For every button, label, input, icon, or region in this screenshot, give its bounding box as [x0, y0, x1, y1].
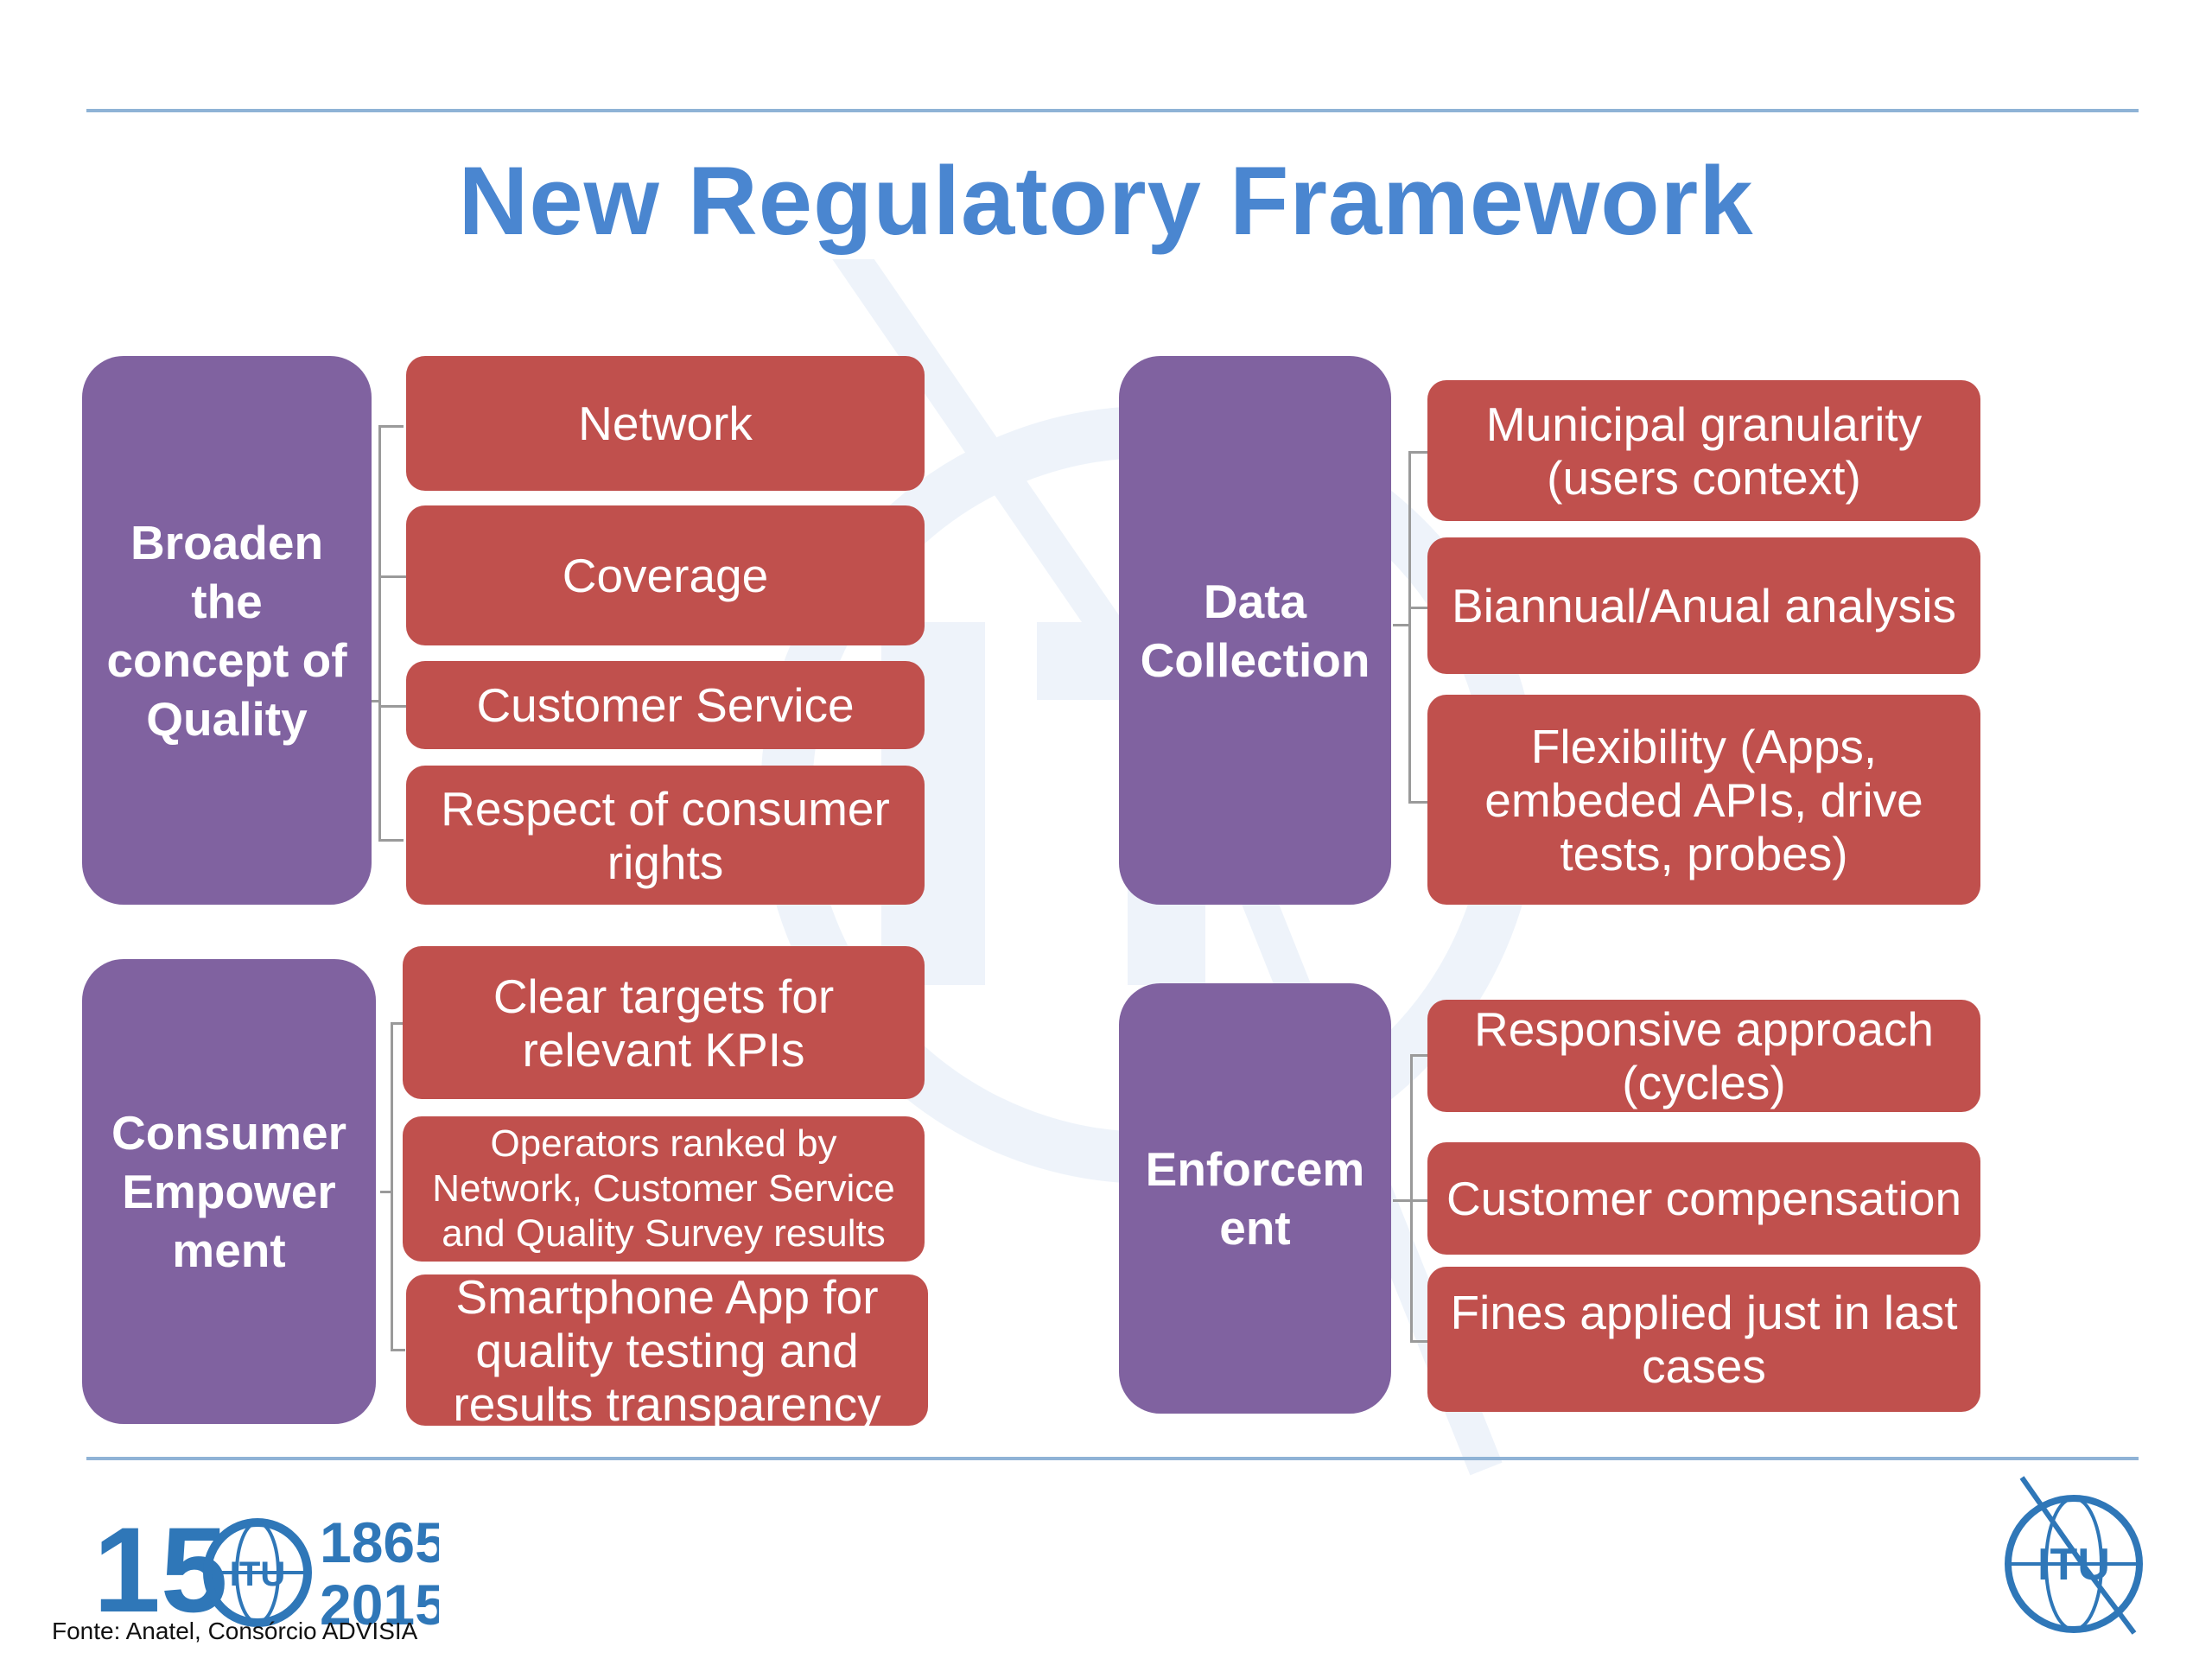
- item-customer-service: Customer Service: [406, 661, 925, 749]
- connector-tick: [1393, 1199, 1410, 1202]
- globe-icon: ITU: [203, 1518, 312, 1627]
- connector-tick: [378, 705, 406, 708]
- connector-tick: [1408, 607, 1427, 609]
- connector-tick: [380, 1191, 392, 1193]
- category-enforcement: Enforcem ent: [1119, 983, 1391, 1414]
- connector-bracket: [378, 425, 404, 842]
- itu-emblem-icon: ITU: [2005, 1476, 2143, 1635]
- category-consumer-empowerment: Consumer Empower ment: [82, 959, 376, 1424]
- connector-tick: [1410, 1199, 1427, 1202]
- slide-title: New Regulatory Framework: [458, 147, 1754, 255]
- item-flexibility: Flexibility (Apps, embeded APIs, drive t…: [1427, 695, 1980, 905]
- itu-150-logo: 15 ITU 1865 2015: [93, 1503, 439, 1633]
- connector-bracket: [1410, 1054, 1430, 1343]
- item-coverage: Coverage: [406, 505, 925, 645]
- svg-text:ITU: ITU: [230, 1555, 285, 1593]
- bottom-divider: [86, 1457, 2139, 1460]
- item-clear-targets: Clear targets for relevant KPIs: [403, 946, 925, 1099]
- connector-tick: [372, 700, 380, 702]
- item-operators-ranked: Operators ranked by Network, Customer Se…: [403, 1116, 925, 1262]
- item-responsive-approach: Responsive approach (cycles): [1427, 1000, 1980, 1112]
- item-municipal-granularity: Municipal granularity (users context): [1427, 380, 1980, 521]
- connector-tick: [1393, 624, 1410, 626]
- item-biannual-analysis: Biannual/Anual analysis: [1427, 537, 1980, 674]
- top-divider: [86, 109, 2139, 112]
- item-smartphone-app: Smartphone App for quality testing and r…: [406, 1270, 928, 1431]
- connector-tick: [378, 575, 406, 578]
- item-fines-applied: Fines applied just in last cases: [1427, 1267, 1980, 1412]
- connector-bracket: [1408, 451, 1428, 804]
- category-data-collection: Data Collection: [1119, 356, 1391, 905]
- svg-text:ITU: ITU: [2037, 1540, 2110, 1590]
- item-consumer-rights: Respect of consumer rights: [406, 766, 925, 905]
- svg-text:2015: 2015: [320, 1573, 439, 1633]
- svg-text:1865: 1865: [320, 1510, 439, 1574]
- source-caption: Fonte: Anatel, Consórcio ADVISIA: [52, 1618, 418, 1644]
- item-customer-compensation: Customer compensation: [1427, 1142, 1980, 1255]
- connector-bracket: [391, 1022, 405, 1351]
- item-network: Network: [406, 356, 925, 491]
- category-broaden-quality: Broaden the concept of Quality: [82, 356, 372, 905]
